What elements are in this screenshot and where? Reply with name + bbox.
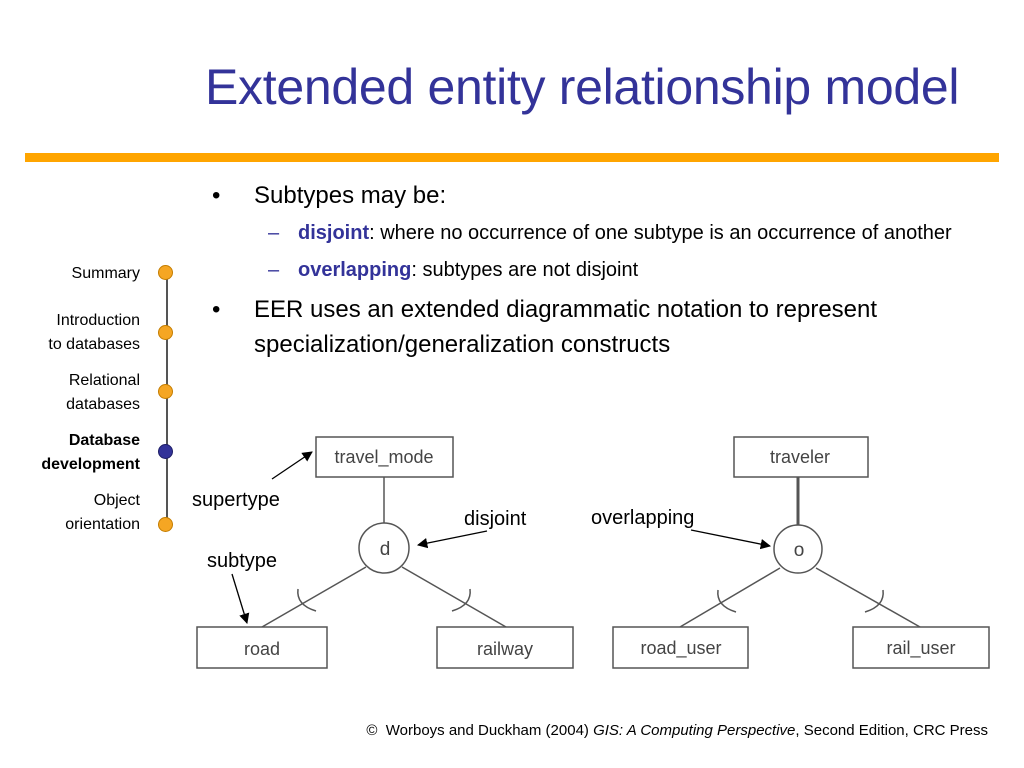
nav-dot-introduction[interactable] — [158, 325, 173, 340]
annotation-subtype: subtype — [207, 550, 277, 572]
annotation-disjoint: disjoint — [464, 508, 527, 530]
label-railway: railway — [477, 639, 533, 659]
bullet-subtypes: • Subtypes may be: — [212, 182, 447, 209]
bullet-list: • Subtypes may be: – disjoint: where no … — [212, 178, 992, 367]
footer-citation: © Worboys and Duckham (2004) GIS: A Comp… — [366, 722, 988, 739]
nav-item-introduction[interactable]: Introduction to databases — [48, 312, 140, 353]
bullet-eer-notation: • EER uses an extended diagrammatic nota… — [212, 296, 878, 358]
annotation-overlapping: overlapping — [591, 507, 694, 529]
right-sub-link-road-user — [679, 567, 781, 628]
label-travel-mode: travel_mode — [334, 447, 433, 468]
entity-travel-mode-box — [315, 436, 454, 478]
left-subset-arc-road — [297, 588, 317, 612]
sub-bullet-disjoint: – disjoint: where no occurrence of one s… — [268, 222, 952, 244]
title-divider — [25, 153, 999, 162]
overlapping-circle — [773, 524, 823, 574]
left-sub-link-railway — [401, 566, 507, 628]
entity-railway-box — [436, 626, 574, 669]
arrow-disjoint — [416, 530, 488, 549]
nav-item-object-orientation[interactable]: Object orientation — [65, 492, 140, 533]
slide-title: Extended entity relationship model — [205, 59, 960, 115]
nav-item-database-development[interactable]: Database development — [41, 432, 140, 473]
right-subset-arc-road-user — [717, 589, 737, 613]
disjoint-circle — [358, 522, 410, 574]
arrow-overlapping — [690, 529, 772, 550]
entity-rail-user-box — [852, 626, 990, 669]
nav-dot-relational[interactable] — [158, 384, 173, 399]
arrow-subtype — [231, 573, 250, 624]
nav-dot-summary[interactable] — [158, 265, 173, 280]
label-constraint-d: d — [380, 539, 391, 560]
entity-road-user-box — [612, 626, 749, 669]
entity-road-box — [196, 626, 328, 669]
label-traveler: traveler — [770, 447, 830, 467]
entity-traveler-box — [733, 436, 869, 478]
arrow-supertype — [271, 451, 313, 480]
right-sub-link-rail-user — [815, 567, 921, 628]
nav-dot-object-orientation[interactable] — [158, 517, 173, 532]
nav-item-relational[interactable]: Relational databases — [66, 372, 140, 413]
nav-item-summary[interactable]: Summary — [71, 265, 140, 282]
annotation-supertype: supertype — [192, 489, 280, 511]
label-road-user: road_user — [640, 638, 721, 659]
label-road: road — [244, 639, 280, 659]
sub-bullet-overlapping: – overlapping: subtypes are not disjoint — [268, 259, 639, 281]
right-subset-arc-rail-user — [864, 589, 884, 613]
label-rail-user: rail_user — [886, 638, 955, 659]
left-subset-arc-railway — [451, 588, 471, 612]
nav-dot-database-development[interactable] — [158, 444, 173, 459]
label-constraint-o: o — [794, 540, 805, 561]
left-sub-link-road — [261, 566, 367, 628]
